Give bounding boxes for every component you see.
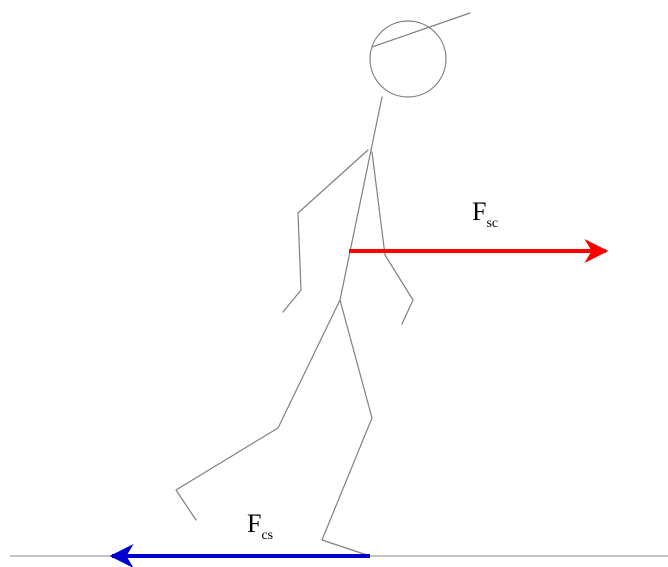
force-label-sc: Fsc [472,197,498,231]
force-label-cs: Fcs [247,509,273,543]
force-label-sc-symbol: F [472,197,486,226]
figure-head [369,20,447,98]
figure-hat-brim [371,12,471,48]
force-label-cs-subscript: cs [261,528,273,543]
stick-figure [175,12,471,557]
figure-right-arm [371,151,414,325]
figure-left-arm [282,149,369,313]
force-label-cs-symbol: F [247,509,261,538]
figure-front-leg [321,299,373,557]
force-label-sc-subscript: sc [486,216,498,231]
figure-back-leg [175,299,341,521]
figure-neck-torso [339,96,383,301]
